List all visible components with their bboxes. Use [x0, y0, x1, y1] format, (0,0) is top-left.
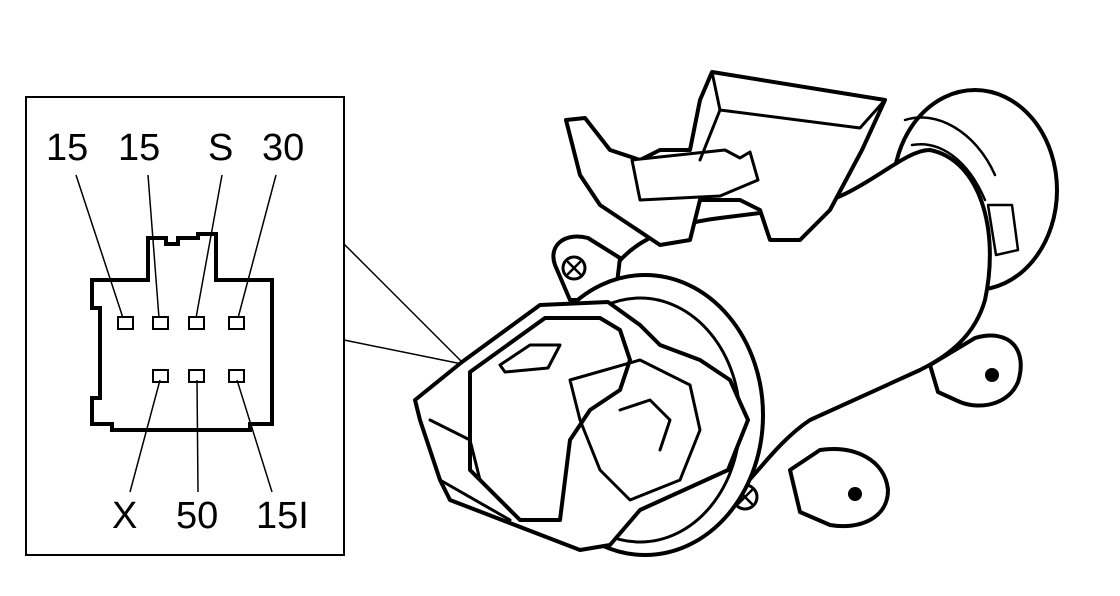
mounting-foot-right: [928, 333, 1023, 408]
pinout-inset: 15 15 S 30 X 50 15I: [25, 96, 345, 556]
leader-line-15i: [236, 379, 273, 493]
leader-line-s: [195, 174, 223, 319]
mount-hole-bottom-icon: [848, 487, 862, 501]
screw-left-icon: [561, 255, 587, 281]
leader-line-15-b: [147, 174, 160, 319]
pin-label-bottom-3: 15I: [256, 495, 309, 537]
connector-face-outline: [90, 232, 274, 432]
pin-label-bottom-1: X: [112, 495, 137, 537]
bracket-edge: [698, 70, 887, 162]
connector-face-details: [428, 358, 702, 522]
pin-pad-x: [152, 369, 169, 383]
mount-hole-right-icon: [985, 368, 999, 382]
rear-cylinder-ribs: [903, 116, 1020, 257]
pin-pads-top-row: [117, 316, 245, 330]
pin-label-top-1: 15: [46, 127, 88, 169]
leader-line-30: [237, 174, 277, 319]
pin-pad-s: [188, 316, 205, 330]
callout-lines: [343, 243, 463, 365]
pin-pads-bottom-row: [152, 369, 245, 383]
leader-line-x: [129, 379, 161, 493]
pin-label-top-4: 30: [262, 127, 304, 169]
leader-line-50: [196, 379, 199, 493]
ignition-switch-body: [413, 70, 1059, 557]
pin-label-bottom-2: 50: [176, 495, 218, 537]
bracket-tab: [630, 148, 760, 202]
callout-line-lower: [343, 339, 463, 365]
pin-pad-30: [228, 316, 245, 330]
pin-pad-15-a: [117, 316, 134, 330]
callout-line-upper: [343, 243, 463, 363]
screw-left-slot: [566, 260, 582, 276]
leader-line-15-a: [75, 174, 124, 319]
leader-lines: [75, 174, 277, 493]
inset-frame: [25, 96, 345, 556]
pin-pad-15i: [228, 369, 245, 383]
pin-label-top-2: 15: [118, 127, 160, 169]
connector-latch: [498, 343, 562, 374]
pin-pad-15-b: [152, 316, 169, 330]
mounting-foot-bottom: [788, 447, 890, 528]
pin-label-top-3: S: [208, 127, 233, 169]
